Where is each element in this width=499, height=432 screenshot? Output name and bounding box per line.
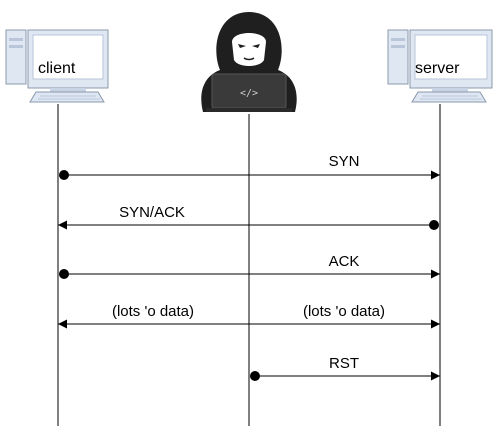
client-label: client bbox=[38, 60, 76, 77]
laptop-code-text: </> bbox=[240, 88, 258, 99]
synack-label: SYN/ACK bbox=[119, 204, 185, 221]
ack-label: ACK bbox=[329, 253, 360, 270]
data-label-right: (lots 'o data) bbox=[303, 303, 385, 320]
client-computer-icon bbox=[5, 29, 109, 103]
hacker-icon bbox=[201, 12, 297, 112]
server-label: server bbox=[415, 60, 460, 77]
syn-label: SYN bbox=[329, 153, 360, 170]
data-label-left: (lots 'o data) bbox=[112, 303, 194, 320]
server-computer-icon bbox=[387, 29, 493, 103]
rst-label: RST bbox=[329, 355, 359, 372]
